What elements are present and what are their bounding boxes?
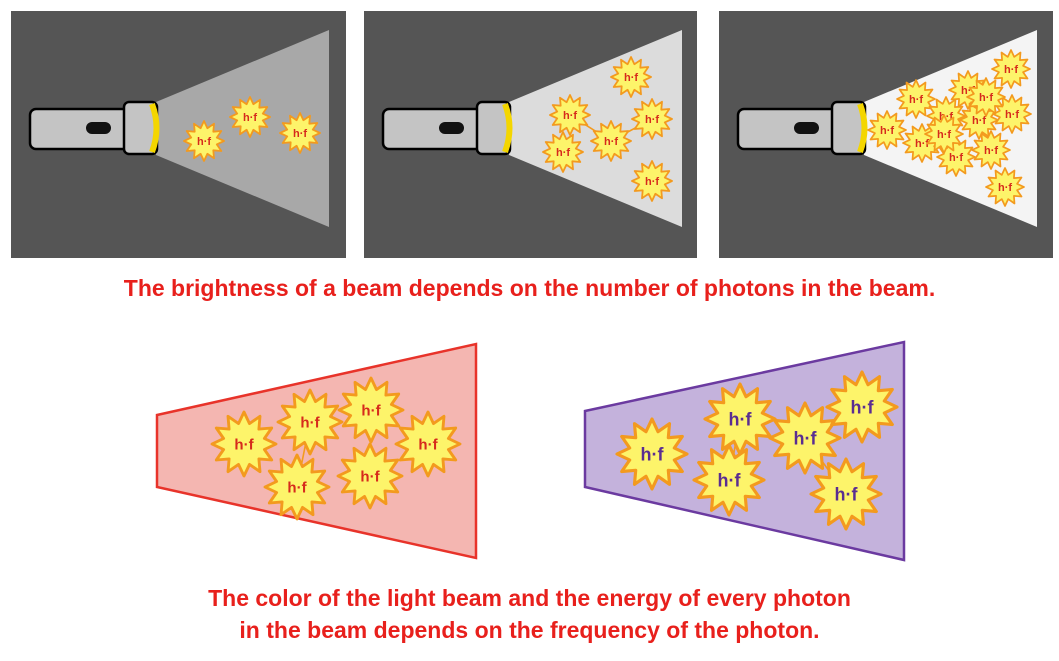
photon-burst: h·f	[276, 388, 344, 456]
photon-label: h·f	[645, 114, 659, 126]
flashlight-icon	[381, 100, 513, 156]
photon-label: h·f	[287, 479, 307, 496]
photon-label: h·f	[604, 136, 618, 148]
photon-star-icon	[276, 388, 344, 456]
photon-burst: h·f	[336, 442, 404, 510]
photon-star-icon	[279, 112, 321, 154]
red-light-beam: h·f h·f h·f h·f h·f h·f	[155, 342, 478, 560]
photon-star-icon	[867, 110, 907, 150]
photon-star-icon	[183, 120, 225, 162]
photon-label: h·f	[972, 115, 986, 127]
photon-burst: h·f	[809, 457, 883, 531]
photon-label: h·f	[984, 145, 998, 157]
photon-star-icon	[542, 131, 584, 173]
photon-label: h·f	[234, 436, 254, 453]
photon-label: h·f	[979, 92, 993, 104]
flashlight-icon	[736, 100, 868, 156]
photon-star-icon	[631, 160, 673, 202]
brightness-caption: The brightness of a beam depends on the …	[123, 275, 936, 301]
photon-star-icon	[610, 56, 652, 98]
photon-burst: h·f	[631, 160, 673, 202]
photon-star-icon	[924, 114, 964, 154]
photon-label: h·f	[556, 147, 570, 159]
flashlight-icon	[28, 100, 160, 156]
photon-burst: h·f	[867, 110, 907, 150]
photon-label: h·f	[909, 94, 923, 106]
photon-burst: h·f	[263, 453, 331, 521]
photon-label: h·f	[835, 484, 859, 504]
photon-burst: h·f	[966, 77, 1006, 117]
photon-star-icon	[336, 442, 404, 510]
photon-label: h·f	[641, 444, 665, 464]
photon-burst: h·f	[229, 96, 271, 138]
photon-label: h·f	[1005, 109, 1019, 121]
photon-star-icon	[263, 453, 331, 521]
medium-beam-panel: h·f h·f h·f h·f h·f h·f	[364, 11, 697, 258]
photon-burst: h·f	[615, 417, 689, 491]
photon-burst: h·f	[549, 94, 591, 136]
dim-beam-panel: h·f h·f h·f	[11, 11, 346, 258]
photon-star-icon	[394, 410, 462, 478]
photon-star-icon	[966, 77, 1006, 117]
photon-star-icon	[896, 79, 936, 119]
photon-label: h·f	[624, 72, 638, 84]
photon-burst: h·f	[542, 131, 584, 173]
photon-star-icon	[590, 120, 632, 162]
photon-star-icon	[825, 370, 899, 444]
photon-burst: h·f	[394, 410, 462, 478]
photon-star-icon	[210, 410, 278, 478]
photon-burst: h·f	[631, 98, 673, 140]
photon-burst: h·f	[991, 49, 1031, 89]
photon-star-icon	[615, 417, 689, 491]
photon-burst: h·f	[896, 79, 936, 119]
photon-burst: h·f	[825, 370, 899, 444]
photon-label: h·f	[949, 152, 963, 164]
photon-label: h·f	[1004, 64, 1018, 76]
photon-star-icon	[631, 98, 673, 140]
photon-label: h·f	[300, 414, 320, 431]
photon-burst: h·f	[337, 376, 405, 444]
photon-burst: h·f	[183, 120, 225, 162]
photon-star-icon	[985, 167, 1025, 207]
photon-burst: h·f	[985, 167, 1025, 207]
photon-burst: h·f	[971, 130, 1011, 170]
photon-label: h·f	[293, 128, 307, 140]
photon-label: h·f	[645, 176, 659, 188]
photon-label: h·f	[563, 110, 577, 122]
photon-burst: h·f	[610, 56, 652, 98]
photon-burst: h·f	[692, 443, 766, 517]
color-caption-line-2: in the beam depends on the frequency of …	[239, 617, 820, 643]
photon-label: h·f	[794, 428, 818, 448]
photon-label: h·f	[851, 397, 875, 417]
photon-label: h·f	[880, 125, 894, 137]
photon-star-icon	[549, 94, 591, 136]
photon-star-icon	[337, 376, 405, 444]
photon-label: h·f	[197, 136, 211, 148]
photon-label: h·f	[243, 112, 257, 124]
photon-label: h·f	[729, 409, 753, 429]
photon-burst: h·f	[210, 410, 278, 478]
photon-label: h·f	[915, 138, 929, 150]
photon-label: h·f	[718, 470, 742, 490]
photon-star-icon	[809, 457, 883, 531]
photon-label: h·f	[998, 182, 1012, 194]
photon-star-icon	[991, 49, 1031, 89]
photon-label: h·f	[361, 402, 381, 419]
photon-star-icon	[692, 443, 766, 517]
colored-beams: h·f h·f h·f h·f h·f h·f h·f h·f h·f h·f h·f h·f	[155, 340, 906, 562]
photon-label: h·f	[418, 436, 438, 453]
photon-burst: h·f	[590, 120, 632, 162]
color-caption-line-1: The color of the light beam and the ener…	[208, 585, 851, 611]
photon-label: h·f	[360, 468, 380, 485]
photon-star-icon	[229, 96, 271, 138]
violet-light-beam: h·f h·f h·f h·f h·f h·f	[583, 340, 906, 562]
photon-burst: h·f	[924, 114, 964, 154]
photon-star-icon	[971, 130, 1011, 170]
photon-label: h·f	[937, 129, 951, 141]
photon-burst: h·f	[279, 112, 321, 154]
